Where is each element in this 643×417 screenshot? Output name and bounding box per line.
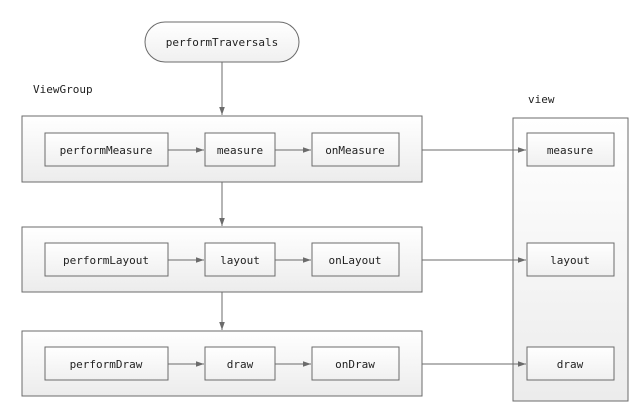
perform-measure-box (44, 132, 169, 167)
on-draw-label: onDraw (335, 358, 375, 371)
perform-traversals-node: performTraversals (144, 21, 300, 63)
draw-box (204, 346, 276, 381)
view-label: view (528, 93, 555, 106)
view-layout-label: layout (550, 254, 590, 267)
view-draw-box (526, 346, 615, 381)
perform-layout-label: performLayout (63, 254, 149, 267)
viewgroup-label: ViewGroup (33, 83, 93, 96)
measure-box (204, 132, 276, 167)
view-measure-label: measure (547, 144, 593, 157)
on-measure-box (311, 132, 400, 167)
perform-layout-box (44, 242, 169, 277)
draw-label: draw (227, 358, 254, 371)
on-draw-box (311, 346, 400, 381)
draw-row: performDraw draw onDraw draw (21, 330, 615, 397)
perform-draw-box (44, 346, 169, 381)
layout-box (204, 242, 276, 277)
on-layout-box (311, 242, 400, 277)
measure-label: measure (217, 144, 263, 157)
view-layout-box (526, 242, 615, 277)
on-layout-label: onLayout (329, 254, 382, 267)
measure-row: performMeasure measure onMeasure measure (21, 115, 615, 183)
perform-traversals-label: performTraversals (166, 36, 279, 49)
layout-label: layout (220, 254, 260, 267)
perform-measure-label: performMeasure (60, 144, 153, 157)
perform-draw-label: performDraw (70, 358, 143, 371)
layout-row: performLayout layout onLayout layout (21, 226, 615, 293)
view-draw-label: draw (557, 358, 584, 371)
view-measure-box (526, 132, 615, 167)
on-measure-label: onMeasure (325, 144, 385, 157)
